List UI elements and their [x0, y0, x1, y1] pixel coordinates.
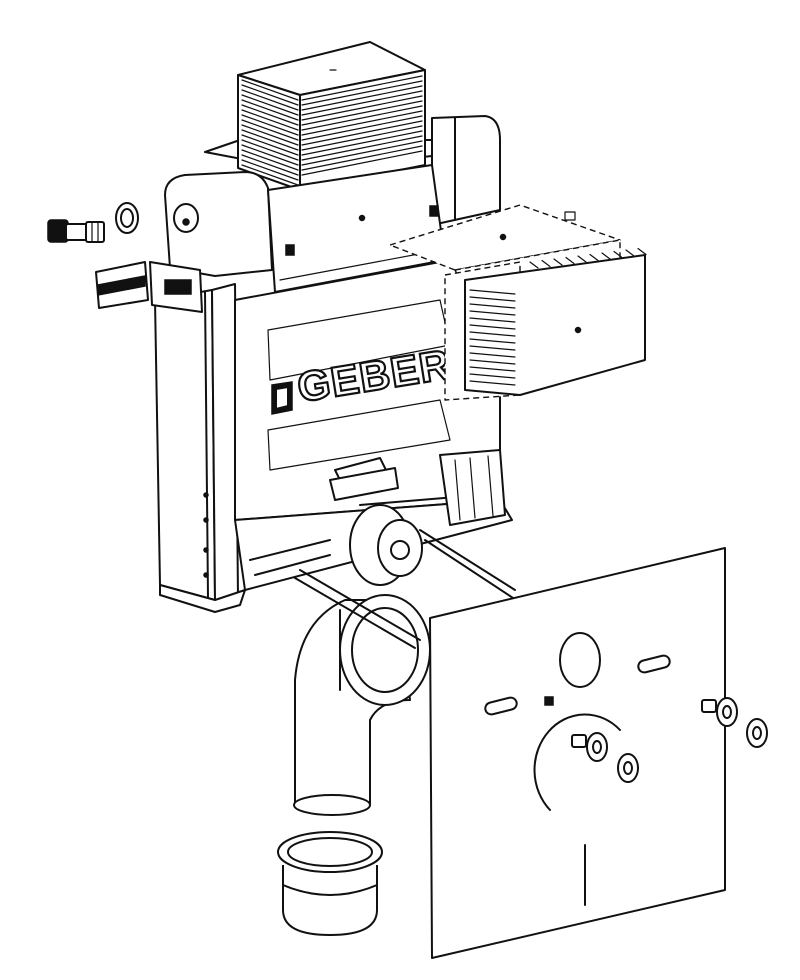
- grid-line: [469, 352, 516, 358]
- grid-line: [577, 255, 587, 263]
- threaded-ring-icon: [115, 202, 139, 234]
- box-hatch-line: [301, 105, 423, 131]
- box-hatch-line: [301, 150, 423, 176]
- box-hatch-line: [241, 159, 299, 181]
- box-hatch-line: [301, 130, 423, 156]
- box-hatch-line: [241, 114, 299, 136]
- grid-line: [637, 247, 647, 256]
- grid-line: [469, 303, 516, 309]
- box-hatch-line: [301, 145, 423, 171]
- box-hatch-line: [301, 95, 423, 121]
- grid-line: [529, 261, 539, 269]
- mounting-bracket-icon: [95, 261, 203, 313]
- box-hatch-line: [241, 164, 299, 186]
- bend-pipe-icon: [293, 594, 431, 816]
- dashed-box-icon: [389, 204, 647, 401]
- grid-line: [469, 380, 516, 386]
- grid-line: [469, 359, 516, 365]
- grid-line: [469, 331, 516, 337]
- grid-line: [469, 345, 516, 351]
- box-hatch-line: [241, 104, 299, 126]
- box-hatch-line: [241, 124, 299, 146]
- box-hatch-line: [241, 119, 299, 141]
- box-hatch-line: [301, 110, 423, 136]
- grid-line: [469, 289, 516, 295]
- grid-line: [469, 338, 516, 344]
- bolt-washer-icon: [571, 697, 768, 783]
- box-hatch-line: [241, 79, 299, 101]
- grid-line: [469, 310, 516, 316]
- box-hatch-line: [241, 84, 299, 106]
- grid-line: [469, 296, 516, 302]
- box-hatch-line: [301, 75, 423, 101]
- box-hatch-line: [241, 154, 299, 176]
- box-hatch-line: [301, 100, 423, 126]
- box-hatch-line: [241, 129, 299, 151]
- box-hatch-line: [301, 135, 423, 161]
- grid-line: [565, 256, 575, 265]
- box-hatch-line: [241, 139, 299, 161]
- box-hatch-line: [241, 94, 299, 116]
- grid-line: [589, 253, 599, 262]
- grid-line: [541, 259, 551, 268]
- box-hatch-line: [301, 115, 423, 141]
- box-hatch-line: [241, 109, 299, 131]
- grid-line: [613, 250, 623, 259]
- box-hatch-line: [241, 134, 299, 156]
- grid-line: [469, 373, 516, 379]
- grid-line: [625, 249, 635, 257]
- box-hatch-line: [241, 89, 299, 111]
- connector-sleeve-icon: [277, 831, 383, 936]
- grid-line: [553, 258, 563, 266]
- box-hatch-line: [301, 90, 423, 116]
- grid-line: [469, 366, 516, 372]
- box-hatch-line: [301, 85, 423, 111]
- grid-line: [469, 324, 516, 330]
- box-hatch-line: [241, 144, 299, 166]
- box-hatch-line: [301, 140, 423, 166]
- flush-pipe-icon: [294, 504, 516, 649]
- cistern-frame-icon: GEBERIT: [154, 115, 513, 613]
- box-hatch-line: [301, 80, 423, 106]
- sound-insulation-plate-icon: [429, 547, 726, 959]
- flush-valve-icon: [47, 219, 105, 243]
- box-hatch-line: [301, 125, 423, 151]
- box-hatch-line: [241, 99, 299, 121]
- box-hatch-line: [241, 149, 299, 171]
- box-hatch-line: [301, 120, 423, 146]
- grid-line: [469, 317, 516, 323]
- grid-line: [601, 252, 611, 260]
- top-box-icon: [204, 41, 471, 191]
